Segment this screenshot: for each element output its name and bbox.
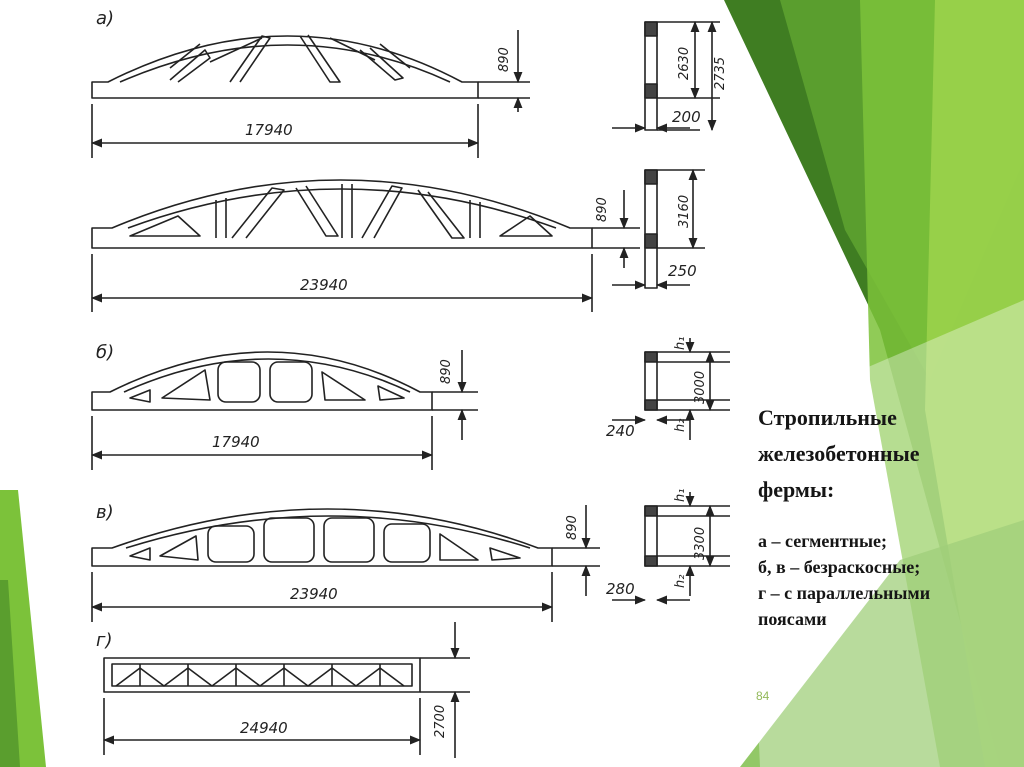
dim-a1-sec-h2: 2735 bbox=[713, 57, 728, 90]
title-line-2: железобетонные bbox=[758, 441, 920, 466]
truss-b bbox=[91, 351, 433, 411]
page-number: 84 bbox=[756, 689, 770, 703]
dim-b-h1: h₁ bbox=[673, 337, 688, 350]
dim-v-h1: h₁ bbox=[673, 489, 688, 502]
dim-v-sec-w: 280 bbox=[606, 580, 635, 598]
section-b bbox=[612, 338, 730, 440]
deco-bottom-band bbox=[740, 520, 1024, 767]
legend-line-4: поясами bbox=[758, 609, 827, 629]
section-a1 bbox=[612, 20, 720, 133]
dim-v bbox=[90, 505, 600, 622]
section-a2 bbox=[612, 168, 705, 290]
section-v bbox=[612, 492, 730, 605]
dim-a1 bbox=[90, 30, 530, 158]
title-line-3: фермы: bbox=[758, 477, 835, 502]
legend-line-1: а – сегментные; bbox=[758, 531, 888, 551]
dim-b bbox=[90, 350, 478, 470]
dim-g-height: 2700 bbox=[433, 705, 448, 738]
title-line-1: Стропильные bbox=[758, 405, 897, 430]
dim-a1-sec-w: 200 bbox=[672, 108, 701, 126]
label-v: в) bbox=[96, 502, 114, 523]
legend-line-2: б, в – безраскосные; bbox=[758, 557, 921, 577]
slide-caption: Стропильные железобетонные фермы: а – се… bbox=[758, 400, 1024, 632]
label-b: б) bbox=[96, 342, 114, 363]
dim-a1-sec-h1: 2630 bbox=[677, 47, 692, 80]
dim-a2-span: 23940 bbox=[300, 276, 348, 294]
deco-left-strip-dark bbox=[0, 580, 20, 767]
legend-line-3: г – с параллельными bbox=[758, 583, 931, 603]
dim-a2-sec-h: 3160 bbox=[677, 195, 692, 228]
truss-a2 bbox=[91, 179, 593, 249]
truss-v bbox=[91, 508, 553, 567]
dim-v-sec-h: 3300 bbox=[693, 527, 708, 560]
dim-b-h2: h₂ bbox=[673, 419, 688, 432]
dim-a1-height: 890 bbox=[497, 47, 512, 72]
truss-a1 bbox=[91, 34, 479, 99]
dim-b-sec-w: 240 bbox=[606, 422, 635, 440]
dim-b-span: 17940 bbox=[212, 433, 260, 451]
dim-a2-height: 890 bbox=[595, 197, 610, 222]
dim-g-span: 24940 bbox=[240, 719, 288, 737]
dim-v-span: 23940 bbox=[290, 585, 338, 603]
legend: а – сегментные; б, в – безраскосные; г –… bbox=[758, 528, 1024, 632]
dim-g bbox=[102, 622, 470, 758]
dim-a2-sec-w: 250 bbox=[668, 262, 697, 280]
truss-g bbox=[103, 657, 421, 693]
label-a: а) bbox=[96, 8, 114, 29]
dim-v-h2: h₂ bbox=[673, 575, 688, 588]
dim-b-sec-h: 3000 bbox=[693, 371, 708, 404]
dim-a2 bbox=[90, 190, 640, 312]
deco-white-glow bbox=[745, 300, 1024, 767]
dim-a1-span: 17940 bbox=[245, 121, 293, 139]
dim-v-height: 890 bbox=[565, 515, 580, 540]
label-g: г) bbox=[96, 630, 112, 651]
dim-b-height: 890 bbox=[439, 359, 454, 384]
